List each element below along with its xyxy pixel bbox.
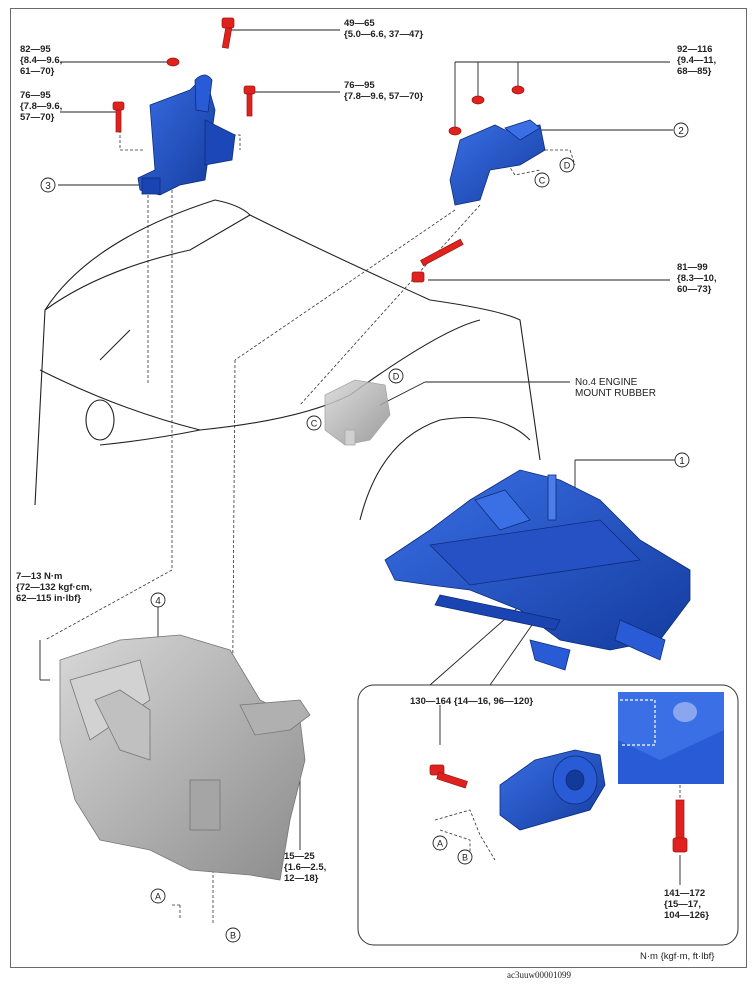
ref-b-text: B xyxy=(462,853,468,863)
bolt-icon xyxy=(221,17,235,49)
ref-circle-c1 xyxy=(534,172,550,188)
torque-line: {5.0—6.6, 37—47} xyxy=(344,29,424,40)
torque-line: 141—172 xyxy=(664,888,706,899)
ref-circle-a1 xyxy=(150,888,166,904)
bolt-icon xyxy=(448,126,462,136)
torque-label-92-116: 92—116 {9.4—11, 68—85} xyxy=(677,44,716,77)
torque-line: 57—70} xyxy=(20,112,55,123)
torque-line: 104—126} xyxy=(664,910,709,921)
torque-line: 81—99 xyxy=(677,262,708,273)
detail-inset-box xyxy=(357,684,739,946)
ref-d-text: D xyxy=(393,372,400,382)
callout-2-text: 2 xyxy=(678,126,684,137)
ref-d-text: D xyxy=(564,161,571,171)
part-label-line: MOUNT RUBBER xyxy=(575,388,656,399)
ref-circle-d1 xyxy=(559,157,575,173)
torque-line: {7.8—9.6, 57—70} xyxy=(344,91,424,102)
bolt-icon xyxy=(166,57,180,67)
bolt-icon xyxy=(511,85,525,95)
callout-circle-3 xyxy=(40,177,56,193)
mount-bracket-right xyxy=(449,119,546,206)
ref-a-text: A xyxy=(155,892,161,902)
torque-label-141-172: 141—172 {15—17, 104—126} xyxy=(664,888,709,921)
part-label-line: No.4 ENGINE xyxy=(575,377,638,388)
bolt-icon xyxy=(243,85,256,117)
ref-b-text: B xyxy=(230,931,236,941)
callout-4-text: 4 xyxy=(155,596,161,607)
torque-line: 60—73} xyxy=(677,284,712,295)
torque-line: {1.6—2.5, xyxy=(284,862,327,873)
torque-line: {72—132 kgf·cm, xyxy=(16,582,93,593)
bolt-icon xyxy=(112,101,125,133)
callout-circles xyxy=(40,122,690,943)
callout-circle-4 xyxy=(150,592,166,608)
bolt-icon xyxy=(429,764,468,789)
torque-line: 76—95 xyxy=(20,90,51,101)
torque-line: 61—70} xyxy=(20,66,55,77)
torque-label-81-99: 81—99 {8.3—10, 60—73} xyxy=(677,262,717,295)
torque-label-15-25: 15—25 {1.6—2.5, 12—18} xyxy=(284,851,326,884)
torque-line: 68—85} xyxy=(677,66,712,77)
torque-label-7-13: 7—13 N·m {72—132 kgf·cm, 62—115 in·lbf} xyxy=(16,571,92,604)
mount-bracket-left xyxy=(137,74,236,196)
ref-circle-d2 xyxy=(388,368,404,384)
torque-line: 82—95 xyxy=(20,44,51,55)
bolt-icon xyxy=(471,95,485,105)
engine-mount-rubber-label: No.4 ENGINE MOUNT RUBBER xyxy=(575,377,656,399)
engine-mount-rubber-gray xyxy=(324,379,391,446)
torque-line: {8.3—10, xyxy=(677,273,717,284)
torque-line: {9.4—11, xyxy=(677,55,717,66)
callout-3-text: 3 xyxy=(45,181,51,192)
torque-line: {8.4—9.6, xyxy=(20,55,63,66)
label-leader-lines xyxy=(39,29,681,885)
torque-line: 92—116 xyxy=(677,44,713,55)
ref-circle-b1 xyxy=(225,927,241,943)
ref-circle-c2 xyxy=(306,415,322,431)
front-crossmember xyxy=(384,469,691,671)
torque-label-76-95-right: 76—95 {7.8—9.6, 57—70} xyxy=(344,80,423,102)
ref-a-text: A xyxy=(437,839,443,849)
detail-mount-part xyxy=(499,749,606,831)
torque-label-130-164: 130—164 {14—16, 96—120} xyxy=(410,696,533,707)
torque-line: {7.8—9.6, xyxy=(20,101,63,112)
torque-line: 76—95 xyxy=(344,80,375,91)
callout-1-text: 1 xyxy=(679,456,685,467)
ref-circle-b2 xyxy=(457,849,473,865)
figure-id: ac3uuw00001099 xyxy=(507,970,571,980)
torque-line: 15—25 xyxy=(284,851,315,862)
torque-line: {15—17, xyxy=(664,899,701,910)
torque-line: 7—13 N·m xyxy=(16,571,63,582)
torque-line: 130—164 {14—16, 96—120} xyxy=(410,696,534,707)
callout-circle-1 xyxy=(674,452,690,468)
ref-c-text: C xyxy=(539,176,546,186)
ref-circle-a2 xyxy=(432,835,448,851)
detail-photo-inset xyxy=(618,692,724,784)
bolts-red xyxy=(112,17,688,853)
ref-c-text: C xyxy=(311,419,318,429)
units-note: N·m {kgf·m, ft·lbf} xyxy=(640,951,715,962)
torque-label-49-65: 49—65 {5.0—6.6, 37—47} xyxy=(344,18,423,40)
torque-label-76-95-left: 76—95 {7.8—9.6, 57—70} xyxy=(20,90,62,123)
torque-line: 49—65 xyxy=(344,18,375,29)
bolt-icon xyxy=(672,799,688,853)
vehicle-body-outline xyxy=(34,199,541,521)
torque-label-82-95: 82—95 {8.4—9.6, 61—70} xyxy=(20,44,62,77)
callout-circle-2 xyxy=(673,122,689,138)
torque-line: 12—18} xyxy=(284,873,319,884)
bolt-icon xyxy=(411,238,464,283)
torque-line: 62—115 in·lbf} xyxy=(16,593,81,604)
engine-assembly-gray xyxy=(59,634,311,881)
